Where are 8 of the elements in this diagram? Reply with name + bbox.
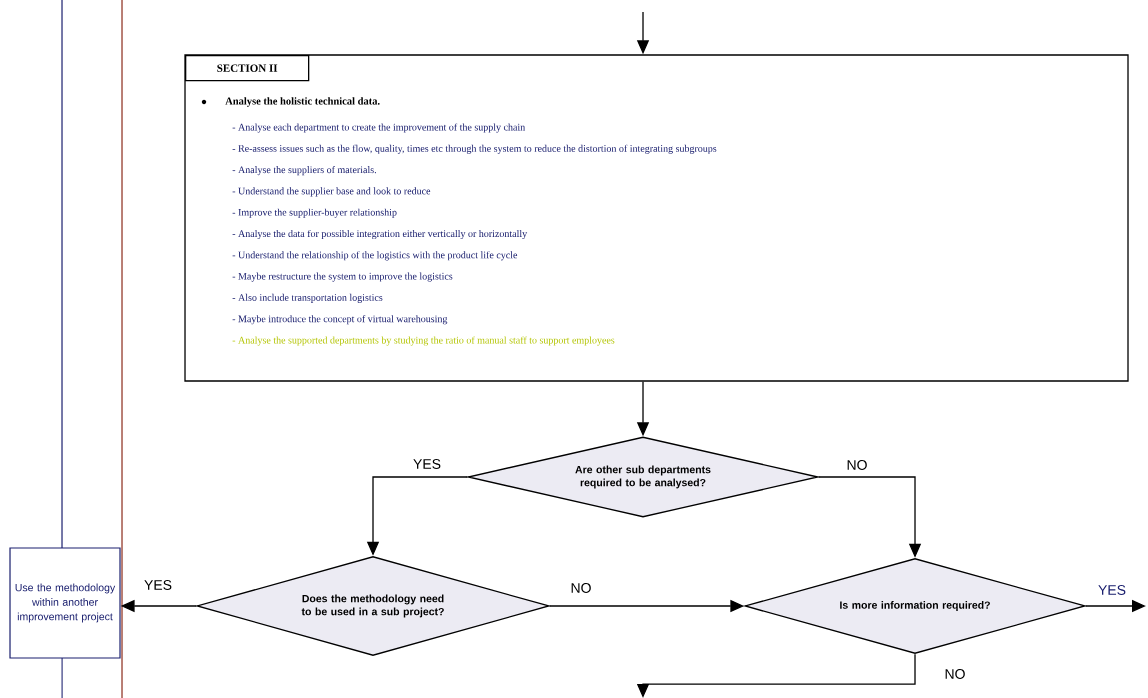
process-box: Use the methodology within another improvement project xyxy=(9,547,121,659)
edge-label: NO xyxy=(845,459,869,471)
edge-label: YES xyxy=(1097,584,1127,596)
edge-label: NO xyxy=(943,668,967,680)
edge-label: YES xyxy=(412,458,442,470)
edge-label: YES xyxy=(143,579,173,591)
edge-label: NO xyxy=(569,582,593,594)
section-box: SECTION II Analyse the holistic technical data. - Analyse each department to create the improvement of the supply chain - Re-assess issues such as the flow, quality, times etc through the system to reduce the distortion of integrating subgroups - Analyse the suppliers of materials. - Understand the supplier base and look to reduce - Improve the supplier-buyer relationship - Analyse the data for possible integration either vertically or horizontally - Understand the relationship of the logistics with the product life cycle - Maybe restructure the system to improve the logistics - Also include transportation logistics - Maybe introduce the concept of virtual warehousing - Analyse the supported departments by studying the ratio of manual staff to support employees xyxy=(184,54,1129,382)
